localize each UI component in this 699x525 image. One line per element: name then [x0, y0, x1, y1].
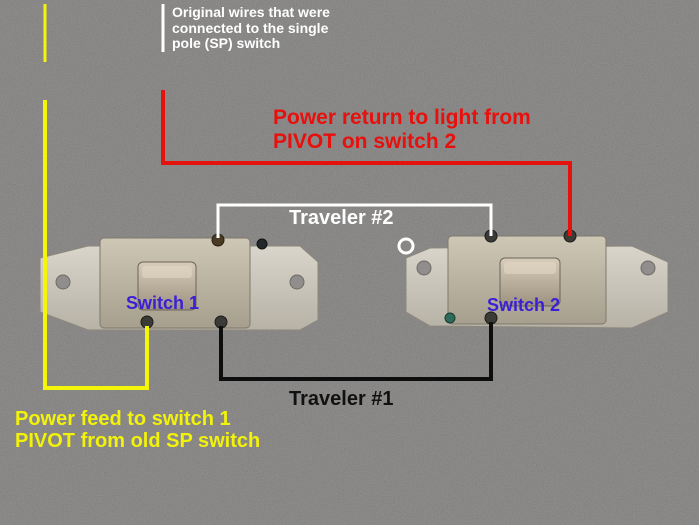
traveler-1-label: Traveler #1 — [289, 388, 394, 410]
yellow-power-feed-wire — [43, 100, 149, 390]
original-wires-label: Original wires that were connected to th… — [172, 4, 330, 52]
switch-1-mount-hole-right — [289, 274, 305, 290]
power-feed-label: Power feed to switch 1 PIVOT from old SP… — [15, 408, 261, 453]
switch-1-toggle-shade — [142, 266, 192, 278]
switch-2-mount-hole-right — [640, 260, 656, 276]
switch-2-screw-ground — [444, 312, 456, 324]
switch-1-device — [39, 233, 319, 331]
wires — [43, 4, 572, 390]
traveler-2-label: Traveler #2 — [289, 207, 394, 229]
switch-2-mount-hole-left — [416, 260, 432, 276]
white-traveler-2-wire — [216, 203, 493, 238]
power-return-label: Power return to light from PIVOT on swit… — [273, 106, 531, 153]
red-power-return-wire — [161, 90, 572, 236]
switch-2-label: Switch 2 — [487, 295, 561, 315]
switch-1-mount-hole-left — [55, 274, 71, 290]
loose-white-ring-terminal — [397, 237, 415, 255]
black-traveler-1-wire — [219, 322, 493, 381]
switch-1-label: Switch 1 — [126, 293, 200, 313]
switch-1-screw-ground — [256, 238, 268, 250]
switch-2-device — [405, 229, 669, 329]
switch-2-toggle-shade — [504, 262, 556, 274]
